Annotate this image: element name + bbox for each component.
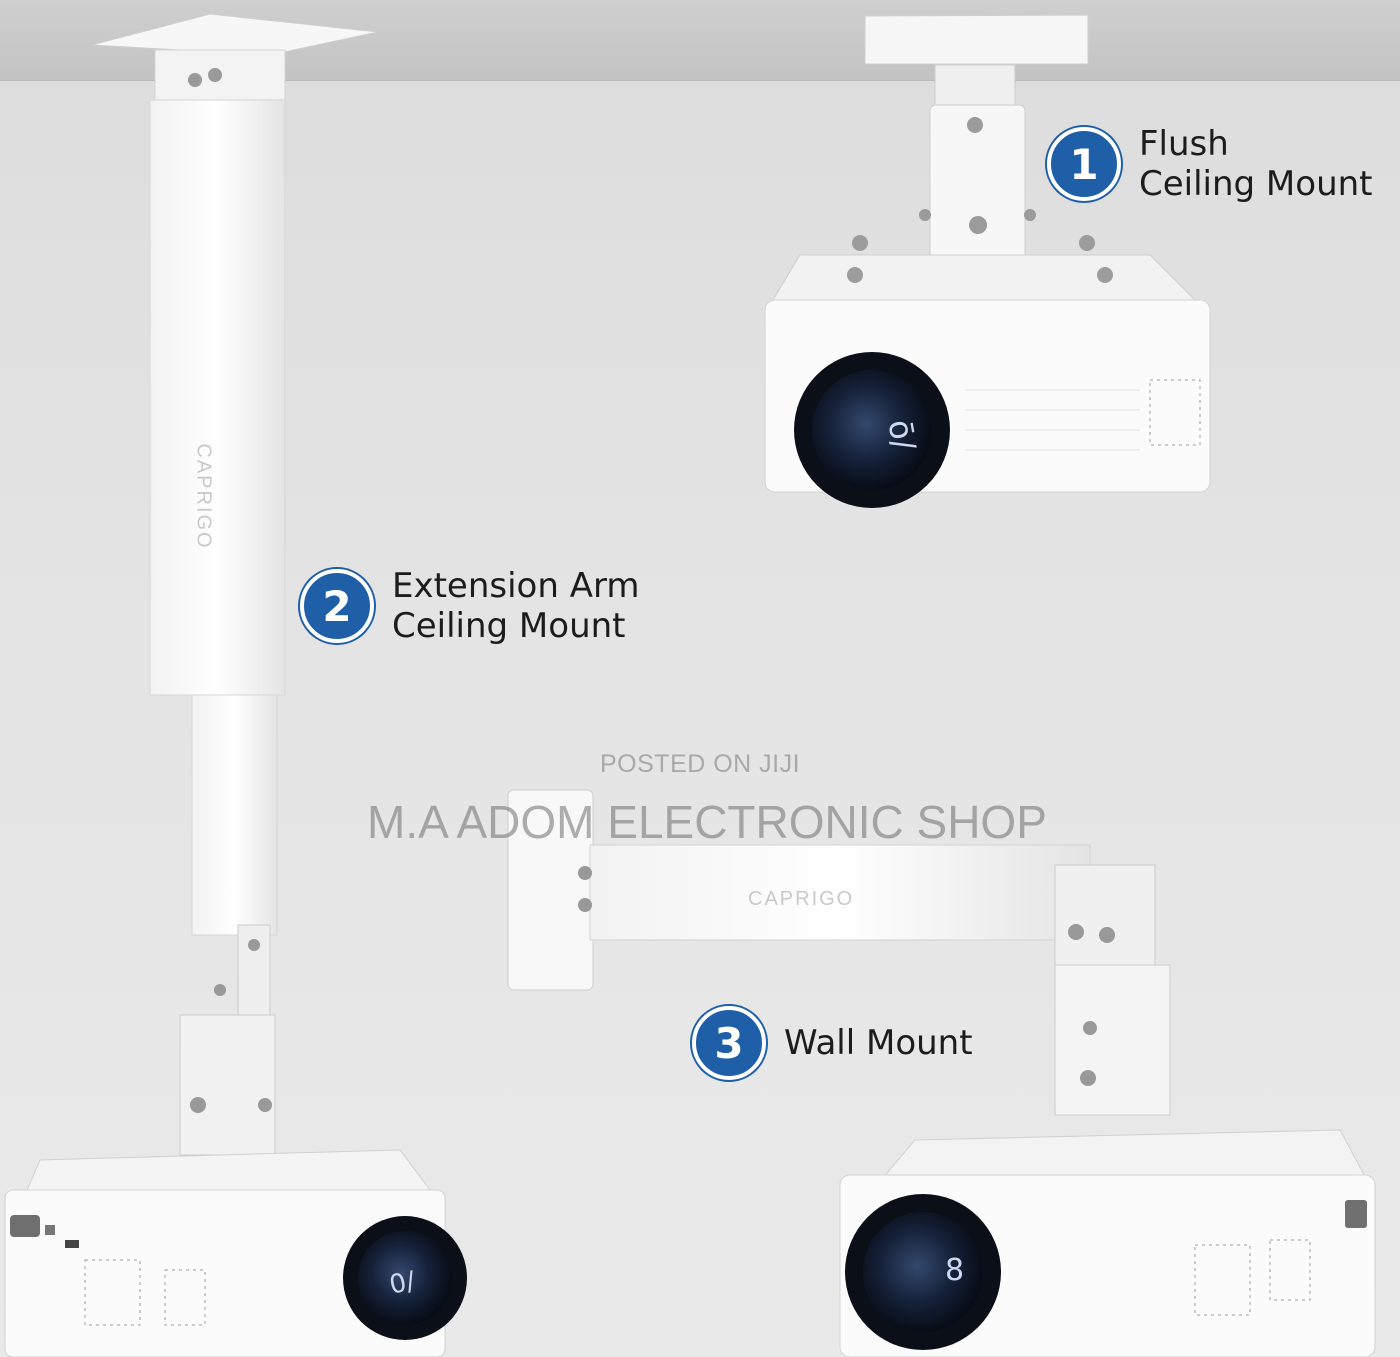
svg-text:8: 8 — [945, 1253, 964, 1288]
callout-flush-ceiling: 1 Flush Ceiling Mount — [1047, 124, 1373, 204]
svg-text:ō/: ō/ — [881, 417, 924, 454]
flush-mount — [769, 14, 1197, 306]
callout-line-1: Extension Arm — [392, 566, 640, 606]
projector-right: 8 — [839, 1174, 1376, 1357]
callout-wall-mount: 3 Wall Mount — [692, 1006, 973, 1080]
caprigo-brand-vertical: CAPRIGO — [192, 443, 215, 550]
callout-line-1: Wall Mount — [784, 1023, 973, 1063]
watermark-posted: POSTED ON JIJI — [600, 750, 801, 778]
callout-line-2: Ceiling Mount — [392, 606, 626, 646]
projector-left: 0/ — [4, 1149, 467, 1357]
extension-arm-mount — [91, 13, 379, 1156]
number-badge-3: 3 — [692, 1006, 766, 1080]
number-badge-2: 2 — [300, 569, 374, 643]
callout-line-1: Flush — [1139, 124, 1229, 164]
caprigo-brand-horizontal: CAPRIGO — [748, 888, 855, 910]
projector-top: ō/ — [764, 299, 1211, 508]
callout-extension-arm: 2 Extension Arm Ceiling Mount — [300, 566, 639, 646]
callout-line-2: Ceiling Mount — [1139, 164, 1373, 204]
number-badge-1: 1 — [1047, 127, 1121, 201]
callout-label: Wall Mount — [784, 1023, 973, 1063]
watermark-shop: M.A ADOM ELECTRONIC SHOP — [367, 796, 1047, 848]
callout-label: Extension Arm Ceiling Mount — [392, 566, 639, 646]
wall-mount — [507, 789, 1376, 1206]
callout-label: Flush Ceiling Mount — [1139, 124, 1373, 204]
